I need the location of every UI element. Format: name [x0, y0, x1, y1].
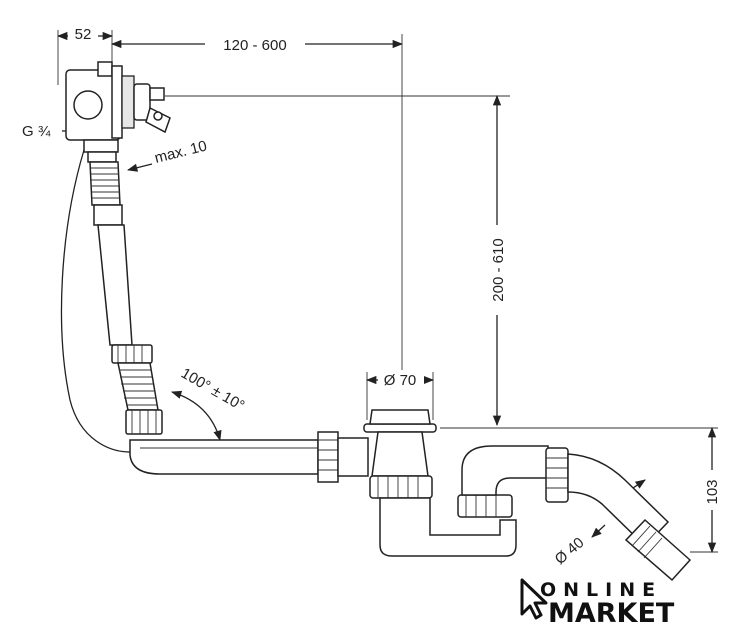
overflow-head: [65, 61, 171, 163]
connecting-pipe: [129, 431, 369, 483]
logo-line1: ONLINE: [540, 579, 662, 601]
trap-height-label: 103: [704, 479, 721, 504]
dimension-waste-diameter: Ø 70: [365, 370, 435, 420]
thread-label: G ¾: [22, 123, 51, 140]
dimension-angle: 100° ± 10°: [171, 365, 247, 442]
cursor-icon: [520, 578, 548, 620]
dimension-trap-height: 103: [440, 426, 723, 554]
upper-flex-joint: [89, 161, 121, 206]
dimension-reach-label: 120 - 600: [223, 37, 286, 54]
outlet-diameter-label: Ø 40: [552, 534, 588, 568]
waste-fitting: [363, 409, 437, 499]
outlet-elbow: [567, 453, 692, 582]
dimension-52: 52: [56, 24, 114, 85]
waste-diameter-label: Ø 70: [384, 372, 417, 389]
lower-flex-joint: [117, 362, 163, 435]
max-offset-label: max. 10: [153, 137, 209, 166]
dimension-52-label: 52: [75, 26, 92, 43]
dimension-reach: 120 - 600: [110, 34, 404, 372]
dimension-height-label: 200 - 610: [490, 238, 507, 301]
bowden-cable: [60, 149, 131, 453]
trap: [379, 445, 569, 557]
dimension-height: 200 - 610: [165, 94, 510, 427]
dimension-max-offset: max. 10: [126, 137, 209, 172]
online-market-logo: ONLINE MARKET: [520, 578, 675, 629]
logo-line2: MARKET: [548, 598, 675, 629]
angle-label: 100° ± 10°: [178, 365, 247, 415]
overflow-tube: [93, 204, 153, 364]
